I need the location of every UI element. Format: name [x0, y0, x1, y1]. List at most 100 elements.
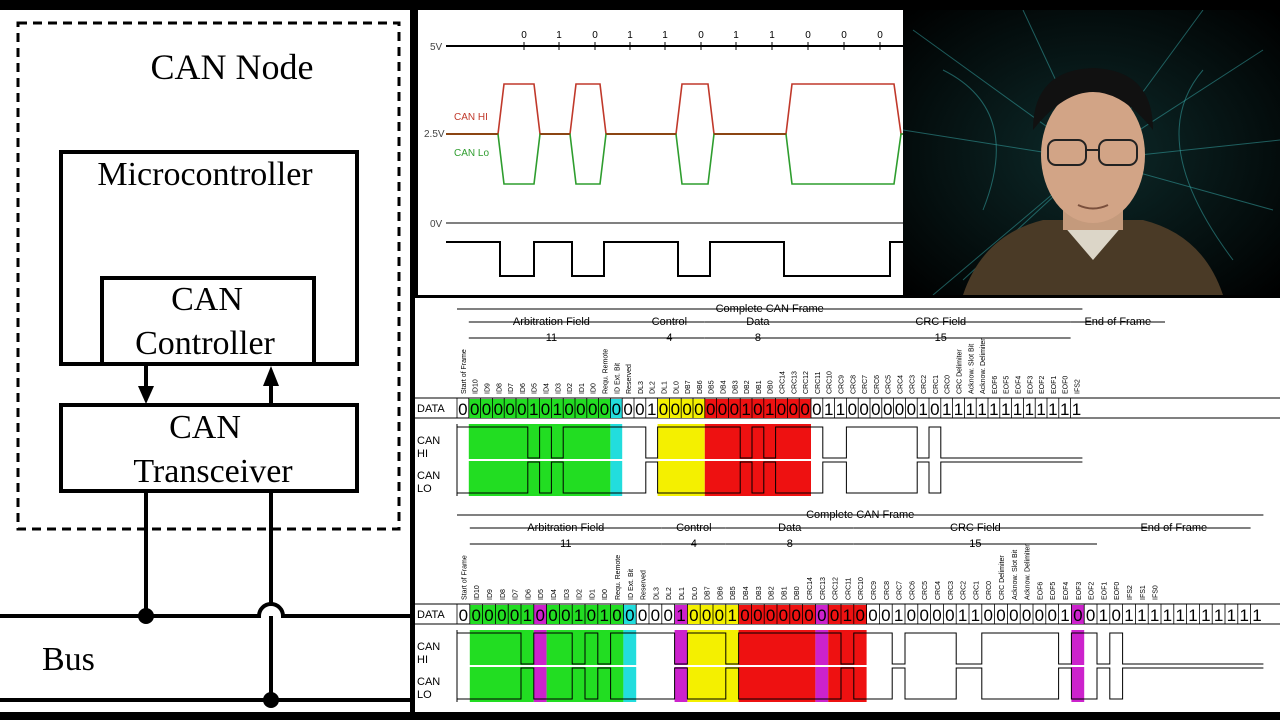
can-lo-label-2: LO	[417, 483, 432, 495]
bit-cell: 0	[804, 606, 813, 625]
bit-value: 1	[556, 30, 562, 41]
bit-cell: 1	[958, 606, 967, 625]
field-count: 11	[546, 332, 557, 344]
can-hi-trace	[446, 83, 903, 135]
bit-cell: 1	[1060, 400, 1069, 419]
bit-cell: 0	[638, 606, 647, 625]
bit-label: CRC8	[884, 581, 891, 600]
label-5v: 5V	[430, 42, 443, 53]
field-label: CRC Field	[950, 522, 1001, 534]
field-label: Data	[746, 316, 770, 328]
bit-cell: 0	[651, 606, 660, 625]
bit-label: ID7	[513, 589, 520, 600]
bit-label: DL3	[653, 587, 660, 600]
field-label: Arbitration Field	[513, 316, 590, 328]
bit-cell: 1	[843, 606, 852, 625]
bit-cell: 1	[1188, 606, 1197, 625]
bit-cell: 0	[1111, 606, 1120, 625]
bit-cell: 1	[523, 606, 532, 625]
can-hi-trace	[457, 426, 1083, 459]
bit-cell: 1	[966, 400, 975, 419]
bit-label: CRC9	[871, 581, 878, 600]
bit-label: Start of Frame	[461, 555, 468, 600]
bit-label: ID8	[496, 383, 503, 394]
bit-cell: 0	[855, 606, 864, 625]
bit-label: ID1	[579, 383, 586, 394]
bit-cell: 0	[458, 400, 467, 419]
bit-label: Requ. Remote	[615, 555, 622, 600]
bit-cell: 0	[883, 400, 892, 419]
bit-cell: 0	[848, 400, 857, 419]
bit-cell: 0	[576, 400, 585, 419]
bit-value: 0	[592, 30, 598, 41]
bit-cell: 1	[1252, 606, 1261, 625]
bit-label: CRC Delimiter	[957, 349, 964, 394]
bit-cell: 0	[671, 400, 680, 419]
bit-label: CRC0	[945, 375, 952, 394]
bit-cell: 0	[484, 606, 493, 625]
bit-cell: 0	[715, 606, 724, 625]
arrow-down-icon	[138, 386, 154, 404]
bit-cell: 1	[741, 400, 750, 419]
bit-cell: 0	[612, 400, 621, 419]
field-label: End of Frame	[1084, 316, 1151, 328]
bit-cell: 0	[932, 606, 941, 625]
bit-label: Requ. Remote	[603, 349, 610, 394]
bit-value: 1	[733, 30, 739, 41]
can-lo-trace	[457, 461, 1083, 494]
bit-label: CRC10	[827, 371, 834, 394]
can-node-diagram: CAN Node Microcontroller CAN Controller …	[0, 10, 410, 712]
field-count: 11	[560, 538, 571, 550]
bit-cell: 0	[777, 400, 786, 419]
bit-label: Reserved	[641, 570, 648, 600]
bit-label: CRC7	[897, 581, 904, 600]
field-highlight	[828, 605, 867, 624]
bit-cell: 0	[812, 400, 821, 419]
bit-label: EOF2	[1089, 582, 1096, 600]
bit-cell: 0	[753, 606, 762, 625]
bit-cell: 0	[791, 606, 800, 625]
bit-label: Reserved	[626, 364, 633, 394]
bit-label: DB2	[744, 380, 751, 394]
bit-label: ID1	[589, 589, 596, 600]
bit-label: CRC13	[820, 577, 827, 600]
bit-value: 0	[841, 30, 847, 41]
bit-cell: 1	[918, 400, 927, 419]
bit-value: 1	[627, 30, 633, 41]
bit-label: EOF1	[1101, 582, 1108, 600]
bit-cell: 1	[1214, 606, 1223, 625]
data-row-label: DATA	[417, 609, 445, 621]
bit-label: Acknow. Delimiter	[980, 338, 987, 394]
bit-label: ID4	[544, 383, 551, 394]
bit-cell: 1	[529, 400, 538, 419]
bit-label: IFS0	[1153, 585, 1160, 600]
bit-cell: 0	[517, 400, 526, 419]
bit-label: CRC14	[807, 577, 814, 600]
bit-label: ID9	[487, 589, 494, 600]
bit-cell: 1	[836, 400, 845, 419]
bit-cell: 1	[727, 606, 736, 625]
bit-cell: 0	[895, 400, 904, 419]
bit-label: ID Ext. Bit	[614, 363, 621, 394]
bit-cell: 0	[730, 400, 739, 419]
field-label: Control	[676, 522, 711, 534]
bit-label: DB5	[709, 380, 716, 394]
bit-label: CRC2	[961, 581, 968, 600]
bit-cell: 0	[510, 606, 519, 625]
bit-label: DL1	[662, 381, 669, 394]
bit-label: EOF0	[1063, 376, 1070, 394]
bit-cell: 1	[824, 400, 833, 419]
bit-cell: 1	[599, 606, 608, 625]
bit-label: DB7	[705, 586, 712, 600]
bit-cell: 0	[945, 606, 954, 625]
can-hi-label: CAN	[417, 641, 440, 653]
bit-label: CRC7	[862, 375, 869, 394]
controller-label-1: CAN	[171, 281, 243, 318]
bit-label: ID10	[473, 379, 480, 394]
bit-cell: 0	[1022, 606, 1031, 625]
bit-label: CRC4	[898, 375, 905, 394]
bit-cell: 0	[859, 400, 868, 419]
bit-cell: 1	[765, 400, 774, 419]
bit-label: EOF1	[1051, 376, 1058, 394]
field-highlight	[533, 605, 547, 624]
